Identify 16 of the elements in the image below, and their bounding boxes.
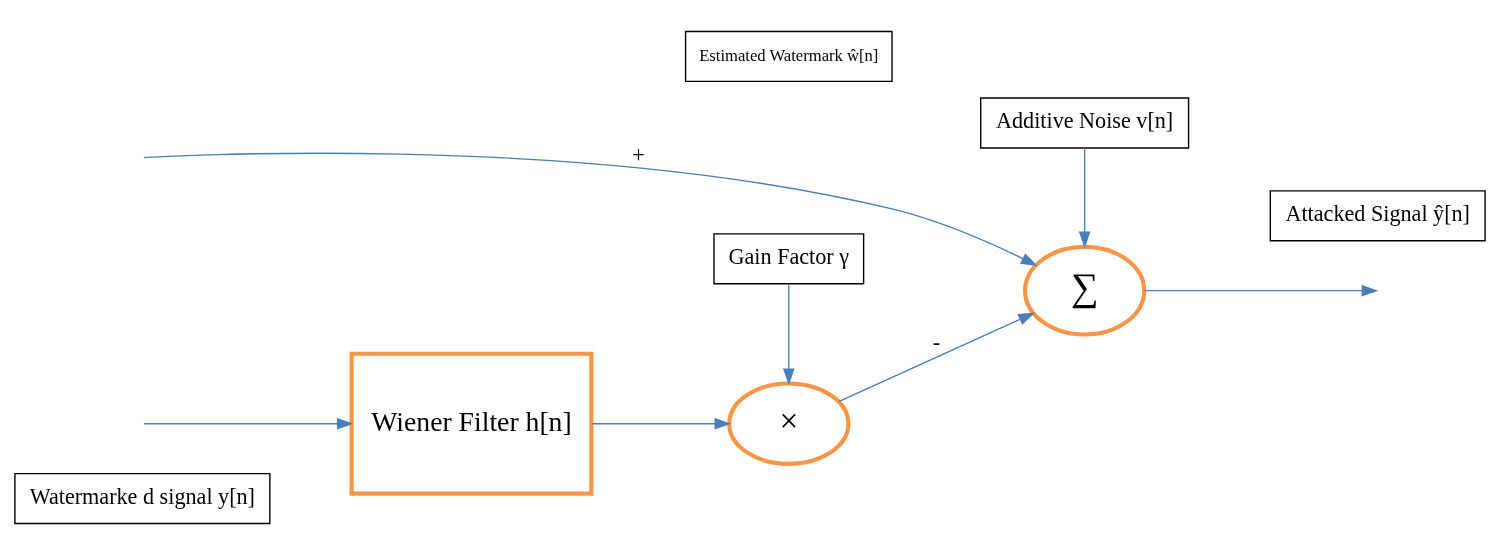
edge-label: - (932, 329, 941, 355)
arrow (143, 152, 1038, 266)
node-box: Gain Factor γ (713, 232, 865, 284)
node-box: Watermarke d signal y[n] (14, 472, 271, 524)
node-box: Additive Noise v[n] (980, 96, 1190, 149)
node-box: Wiener Filter h[n] (349, 351, 594, 496)
arrow (838, 312, 1035, 402)
edge-label: + (632, 141, 645, 167)
arrow (1078, 146, 1091, 248)
arrow (591, 417, 732, 429)
node-ellipse: × (727, 380, 851, 466)
arrow (1143, 284, 1379, 296)
arrow (143, 417, 354, 429)
arrow (782, 282, 795, 385)
node-box: Estimated Watermark ŵ[n] (684, 30, 893, 82)
node-box: Attacked Signal ŷ[n] (1269, 189, 1486, 241)
